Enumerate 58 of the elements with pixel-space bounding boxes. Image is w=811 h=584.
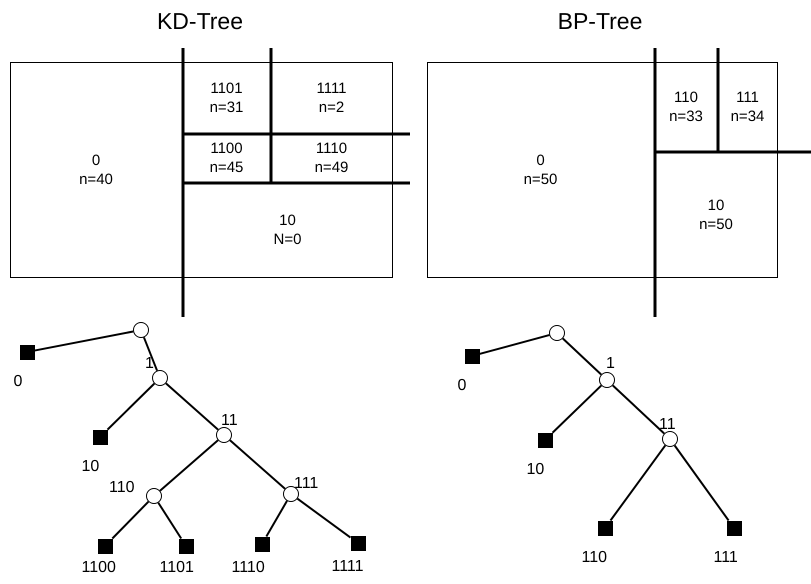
region-code: 110 bbox=[674, 88, 698, 106]
partition-rectangle bbox=[427, 62, 778, 278]
point-count: n=49 bbox=[314, 158, 348, 177]
node-label: 1 bbox=[606, 355, 615, 373]
tree-edge bbox=[479, 334, 550, 355]
point-count: n=45 bbox=[210, 158, 244, 177]
point-count: n=34 bbox=[730, 106, 764, 126]
tree-edge bbox=[296, 498, 352, 538]
region-code: 111 bbox=[736, 88, 759, 106]
tree-edge bbox=[265, 500, 288, 537]
node-label: 1111 bbox=[332, 558, 364, 576]
tree-edge bbox=[674, 444, 730, 522]
tree-node-circle bbox=[549, 325, 565, 341]
tree-edge bbox=[229, 440, 286, 490]
point-count: n=50 bbox=[699, 214, 733, 234]
tree-edge bbox=[610, 444, 666, 522]
node-label: 1100 bbox=[82, 558, 116, 576]
tree-edge bbox=[159, 440, 219, 492]
node-label: 110 bbox=[109, 479, 135, 497]
tree-edge bbox=[106, 382, 155, 430]
node-label: 1110 bbox=[232, 558, 265, 576]
tree-edge bbox=[112, 501, 150, 540]
point-count: N=0 bbox=[274, 230, 302, 249]
node-label: 10 bbox=[82, 458, 100, 476]
node-label: 11 bbox=[659, 416, 676, 434]
partition-rectangle bbox=[10, 62, 393, 278]
tree-edge bbox=[552, 384, 602, 434]
diagram-heading: KD-Tree bbox=[156, 8, 244, 35]
region-code: 10 bbox=[708, 196, 724, 214]
tree-node-circle bbox=[133, 322, 149, 338]
point-count: n=31 bbox=[210, 98, 244, 116]
node-label: 10 bbox=[526, 460, 544, 478]
region-code: 1110 bbox=[316, 139, 348, 158]
node-label: 0 bbox=[458, 376, 466, 394]
region-code: 10 bbox=[279, 211, 296, 230]
point-count: n=40 bbox=[79, 170, 113, 188]
node-label: 111 bbox=[714, 548, 738, 566]
tree-edge bbox=[612, 384, 665, 434]
node-label: 1101 bbox=[160, 558, 194, 576]
node-label: 11 bbox=[221, 412, 238, 430]
tree-edge bbox=[143, 337, 158, 371]
node-label: 0 bbox=[14, 372, 22, 390]
node-label: 1 bbox=[145, 355, 154, 373]
region-code: 0 bbox=[92, 150, 100, 170]
tree-edge bbox=[165, 382, 219, 430]
region-code: 1101 bbox=[210, 78, 243, 98]
tree-edge bbox=[562, 338, 602, 376]
point-count: n=33 bbox=[669, 106, 703, 126]
point-count: n=2 bbox=[318, 98, 344, 116]
node-label: 110 bbox=[582, 548, 608, 566]
tree-edge bbox=[157, 502, 182, 540]
node-label: 111 bbox=[294, 475, 318, 493]
region-code: 1100 bbox=[210, 139, 243, 158]
point-count: n=50 bbox=[524, 170, 558, 188]
diagram-heading: BP-Tree bbox=[558, 8, 642, 35]
region-code: 1111 bbox=[316, 78, 347, 98]
region-code: 0 bbox=[536, 150, 545, 170]
tree-edge bbox=[34, 330, 134, 352]
